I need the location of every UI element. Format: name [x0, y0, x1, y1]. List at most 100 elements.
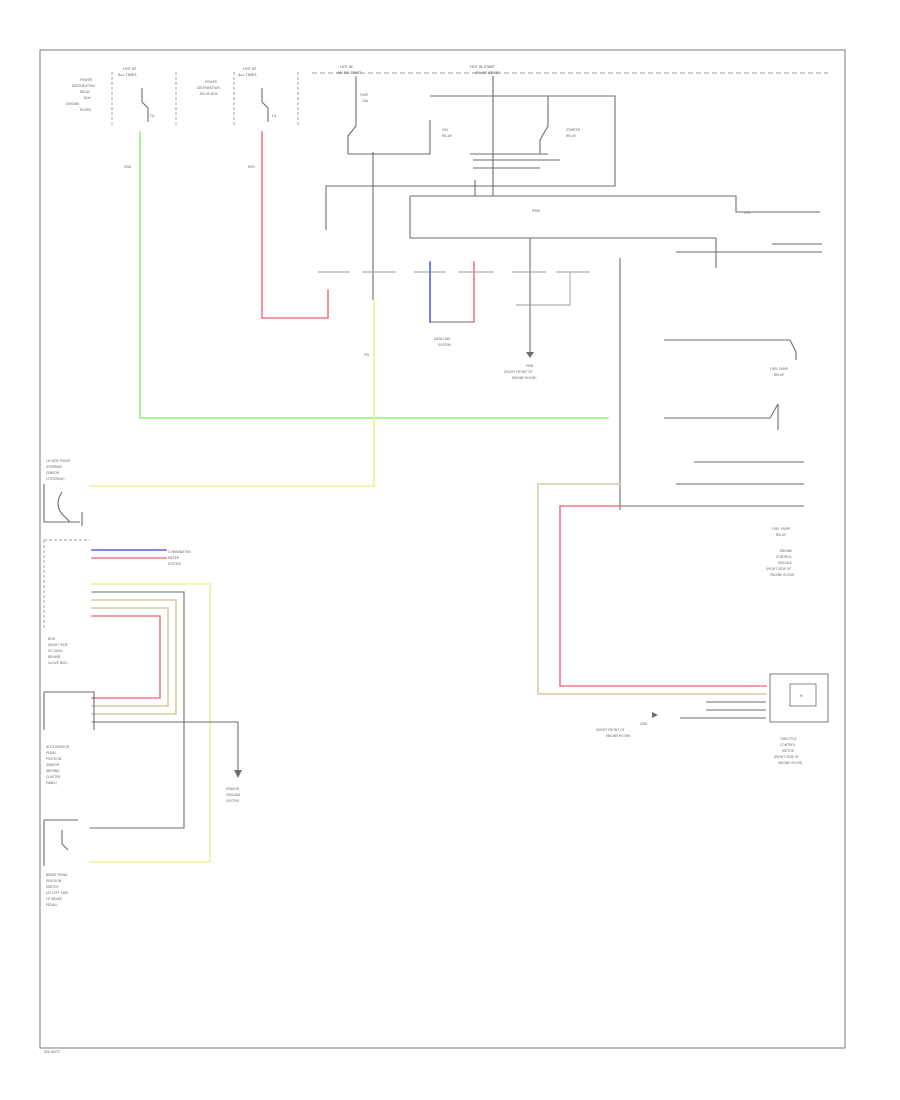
fuse1-box-label-5: (ENGINE — [66, 102, 79, 106]
ground2-label-2: (RIGHT FRONT OF — [596, 728, 625, 732]
ground1-label-3: ENGINE ROOM) — [512, 376, 536, 380]
steering-label: LH SIDE FRONT — [46, 459, 71, 463]
ecm-label-5: ENGINE ROOM) — [770, 573, 794, 577]
wire-red-label: RED — [248, 165, 255, 169]
sensor-ground-label: SENSOR — [226, 787, 240, 791]
sensor-ground: SENSOR GROUND SYSTEM — [226, 770, 242, 803]
ground1-label-2: (RIGHT FRONT OF — [504, 370, 533, 374]
wire-yellow-label: YEL — [364, 353, 370, 357]
combination-label: COMBINATION — [168, 550, 191, 554]
bcm-module: COMBINATION METER SYSTEM BCM (RIGHT SIDE… — [43, 539, 191, 665]
accelerator-sensor: ACCELERATOR PEDAL POSITION SENSOR (BEHIN… — [43, 691, 95, 785]
fuse1-header: HOT AT — [123, 67, 137, 71]
brake-label-6: PEDAL) — [46, 903, 58, 907]
throttle-label-2: CONTROL — [780, 743, 796, 747]
ground-symbol-2: GND (RIGHT FRONT OF ENGINE ROOM) — [596, 712, 658, 738]
fuse2-number: F/L — [272, 114, 277, 118]
bcm-label-2: (RIGHT SIDE — [48, 643, 68, 647]
data-line-label: DATA LINE — [434, 337, 450, 341]
sensor-ground-label-2: GROUND — [226, 793, 241, 797]
start-header: HOT IN START — [470, 65, 496, 69]
bcm-label-4: BEHIND — [48, 655, 61, 659]
fuse-block-1: HOT AT ALL TIMES POWER DISTRIBUTION RELA… — [66, 67, 177, 127]
fuel-relay-label: FUEL PUMP — [770, 367, 788, 371]
fuse2-box-label-2: DISTRIBUTION — [197, 86, 220, 90]
accel-label-5: (BEHIND — [46, 769, 60, 773]
steering-label-4: (STEERING) — [46, 477, 65, 481]
fuel-pump-relay: FUEL PUMP RELAY FUEL PUMP RELAY ENGINE C… — [620, 339, 804, 577]
brake-switch: BRAKE PEDAL POSITION SWITCH (AT LEFT SID… — [43, 819, 78, 907]
fuse2-header-2: ALL TIMES — [238, 73, 257, 77]
wire-green — [139, 131, 609, 419]
steering-sensor: LH SIDE FRONT STEERING SENSOR (STEERING) — [43, 459, 83, 526]
fuse-block-2: HOT AT ALL TIMES POWER DISTRIBUTION RELA… — [197, 67, 299, 127]
ecm-label-2: CONTROL — [776, 555, 792, 559]
ign-relay-label-2: RELAY — [442, 134, 452, 138]
ecm-relay-label-2: RELAY — [776, 533, 786, 537]
brake-label-4: (AT LEFT SIDE — [46, 891, 68, 895]
ign-fuse-rating: 10A — [362, 99, 369, 103]
ign-fuse-label: FUSE — [360, 93, 368, 97]
bcm-label-5: GLOVE BOX) — [48, 661, 68, 665]
throttle-label-5: ENGINE ROOM) — [778, 761, 802, 765]
accel-label: ACCELERATOR — [46, 745, 70, 749]
sensor-ground-label-3: SYSTEM — [226, 799, 239, 803]
ign-header-2: ON OR START — [337, 71, 362, 75]
accel-label-2: PEDAL — [46, 751, 57, 755]
ipdm-connectors — [318, 271, 590, 306]
ecm-label: ENGINE — [780, 549, 792, 553]
ground-symbol-1: GND (RIGHT FRONT OF ENGINE ROOM) — [504, 348, 536, 380]
ground2-label-3: ENGINE ROOM) — [606, 734, 630, 738]
ipdm-label: IPDM — [532, 209, 540, 213]
fuse1-box-label-2: DISTRIBUTION — [72, 84, 95, 88]
combination-label-3: SYSTEM — [168, 562, 181, 566]
motor-symbol: M — [800, 694, 803, 698]
ipdm-cpu-label: CPU — [744, 211, 751, 215]
fuel-relay-label-2: RELAY — [774, 373, 784, 377]
brake-label-5: OF BRAKE — [46, 897, 62, 901]
ecm-relay-label: FUEL PUMP — [772, 527, 790, 531]
ign-fuse-switch — [347, 76, 357, 154]
steering-label-3: SENSOR — [46, 471, 60, 475]
wire-yellow — [89, 299, 375, 487]
ecm-label-3: MODULE — [778, 561, 792, 565]
accel-label-4: SENSOR — [46, 763, 60, 767]
fuse2-symbol — [261, 88, 269, 122]
bcm-label: BCM — [48, 637, 55, 641]
ground2-label: GND — [640, 722, 648, 726]
starter-relay-label-2: RELAY — [566, 134, 576, 138]
wire-red — [261, 131, 329, 319]
ipdm-module: IPDM CPU — [409, 195, 822, 268]
starter-relay-label: STARTER — [566, 128, 581, 132]
fuse1-number: F/L — [150, 114, 155, 118]
ground1-label: GND — [526, 364, 534, 368]
relay-frame — [325, 95, 616, 230]
footer-note: SEE NOTE — [44, 1050, 60, 1054]
start-header-2: ON OR START — [475, 71, 500, 75]
bcm-label-3: OF DASH, — [48, 649, 63, 653]
brake-label-2: POSITION — [46, 879, 62, 883]
accel-label-3: POSITION — [46, 757, 62, 761]
data-line-label-2: SYSTEM — [438, 343, 451, 347]
fuse2-box-label: POWER — [205, 80, 218, 84]
brake-label-3: SWITCH — [46, 885, 59, 889]
wire-tan — [537, 483, 767, 695]
fuse1-box-label-3: RELAY — [80, 90, 90, 94]
fuse2-box-label-3: RELAY BOX — [200, 92, 218, 96]
fuse1-header-2: ALL TIMES — [118, 73, 137, 77]
fuse2-header: HOT AT — [243, 67, 257, 71]
throttle-motor: M THROTTLE CONTROL MOTOR (RIGHT SIDE OF … — [769, 673, 829, 765]
ign-relay-label: IGN — [442, 128, 448, 132]
combination-label-2: METER — [168, 556, 180, 560]
wire-pink — [559, 505, 767, 687]
accel-harness — [89, 583, 239, 863]
accel-label-7: PANEL) — [46, 781, 57, 785]
throttle-label-3: MOTOR — [782, 749, 795, 753]
ecm-label-4: (RIGHT SIDE OF — [766, 567, 791, 571]
ign-header: HOT IN — [340, 65, 353, 69]
fuse1-box-label: POWER — [80, 78, 93, 82]
fuse1-box-label-6: ROOM) — [80, 108, 91, 112]
wire-green-label: GRN — [124, 165, 132, 169]
fuse1-symbol — [141, 88, 149, 122]
